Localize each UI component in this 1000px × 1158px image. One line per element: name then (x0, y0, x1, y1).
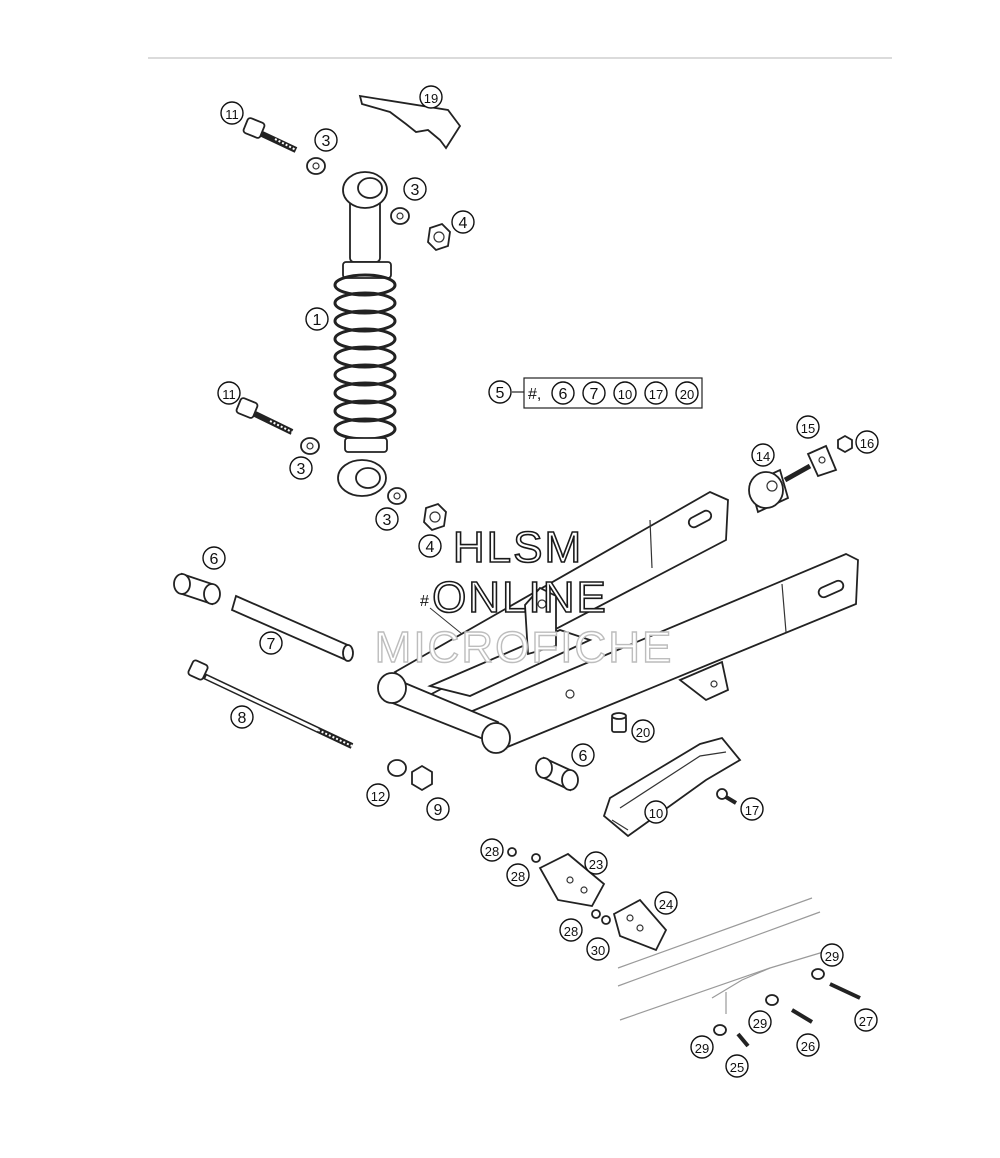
hash-marker: # (420, 593, 429, 610)
callout: 29 (695, 1041, 709, 1056)
bolt-lower (235, 397, 294, 435)
shim-plate (358, 94, 462, 150)
callouts (202, 85, 879, 1078)
kit-number: 5 (496, 385, 505, 402)
bracket-24 (612, 898, 668, 952)
watermark: HLSM ONLINE MICROFICHE (374, 522, 674, 673)
watermark-line-3: MICROFICHE (375, 623, 674, 672)
callout: 4 (459, 215, 468, 232)
callout: 8 (238, 710, 247, 727)
callout: 6 (579, 748, 588, 765)
callout: 19 (424, 91, 438, 106)
pivot-sleeve (230, 594, 354, 662)
kit-prefix: #, (528, 386, 541, 403)
shock-absorber (333, 171, 397, 497)
kit-item: 20 (680, 387, 694, 402)
washers (300, 157, 410, 505)
callout: 30 (591, 943, 605, 958)
callout: 28 (485, 844, 499, 859)
nuts (423, 222, 451, 532)
callout: 12 (371, 789, 385, 804)
callout: 27 (859, 1014, 873, 1029)
kit-item: 6 (559, 386, 568, 403)
pivot-bolt (187, 659, 354, 749)
callout: 6 (210, 551, 219, 568)
callout: 11 (225, 107, 239, 122)
bushing-left (173, 572, 221, 606)
kit-item: 17 (649, 387, 663, 402)
callout: 11 (222, 387, 236, 402)
nut-9 (411, 764, 433, 792)
callout: 3 (383, 512, 392, 529)
kit-item: 7 (590, 386, 599, 403)
callout: 4 (426, 539, 435, 556)
washer-12 (387, 759, 407, 777)
frame-lines (617, 897, 831, 1021)
callout: 20 (636, 725, 650, 740)
chain-slider (602, 736, 742, 838)
bolt-upper (242, 117, 298, 153)
callout: 29 (753, 1016, 767, 1031)
callout: 24 (659, 897, 673, 912)
kit-box: 5 #, 6 7 10 17 20 (488, 377, 703, 409)
callout: 28 (511, 869, 525, 884)
watermark-line-2: ONLINE (432, 573, 608, 622)
callout: 1 (313, 312, 322, 329)
callout: 3 (411, 182, 420, 199)
callout: 25 (730, 1060, 744, 1075)
callout: 23 (589, 857, 603, 872)
screw-17 (716, 788, 738, 805)
callout: 14 (756, 449, 770, 464)
bushing-right (535, 756, 579, 792)
watermark-line-1: HLSM (453, 523, 583, 572)
callout: 16 (860, 436, 874, 451)
callout: 29 (825, 949, 839, 964)
small-hardware (507, 847, 861, 1048)
callout: 28 (564, 924, 578, 939)
callout: 26 (801, 1039, 815, 1054)
callout: 3 (297, 461, 306, 478)
callout: 15 (801, 421, 815, 436)
callout: 3 (322, 133, 331, 150)
callout: 10 (649, 806, 663, 821)
callout: 9 (434, 802, 443, 819)
callout: 17 (745, 803, 759, 818)
chain-adjuster (748, 434, 853, 514)
callout-labels: 11 3 19 3 4 1 11 3 3 4 14 15 16 6 7 8 12… (210, 91, 875, 1075)
spacer-20 (611, 712, 627, 733)
kit-item: 10 (618, 387, 632, 402)
bracket-23 (538, 852, 606, 907)
swingarm (377, 490, 859, 754)
callout: 7 (267, 636, 276, 653)
